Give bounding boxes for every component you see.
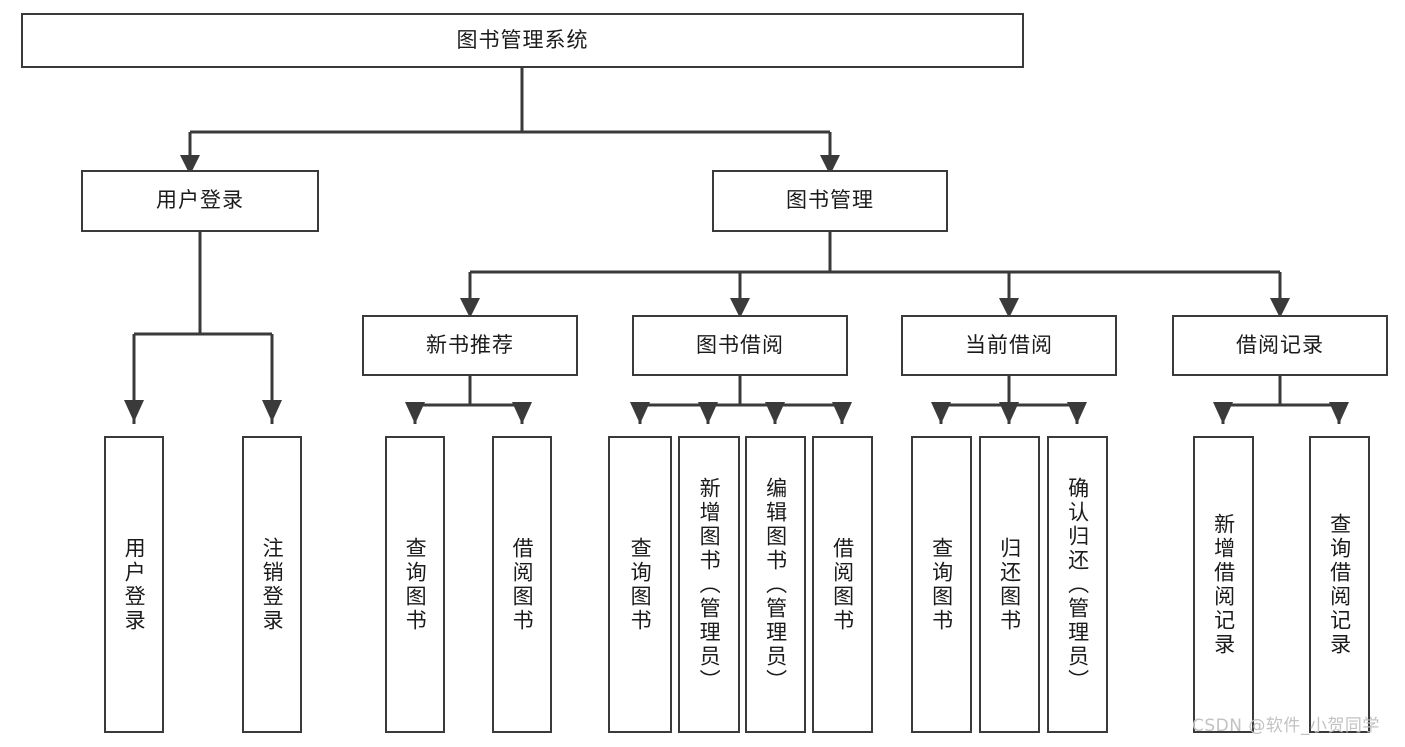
arrowheads bbox=[124, 155, 1349, 424]
node-label: 查询图书 bbox=[403, 536, 428, 633]
leaf-borrow-query-books[interactable]: 查询图书 bbox=[608, 436, 672, 733]
leaf-borrow-edit-book-admin[interactable]: 编辑图书（管理员） bbox=[745, 436, 806, 733]
node-label: 当前借阅 bbox=[965, 332, 1053, 357]
node-label: 借阅记录 bbox=[1236, 332, 1324, 357]
node-label: 新增图书（管理员） bbox=[697, 476, 722, 693]
node-user-login[interactable]: 用户登录 bbox=[81, 170, 319, 232]
node-label: 图书借阅 bbox=[696, 332, 784, 357]
node-label: 新书推荐 bbox=[426, 332, 514, 357]
node-book-management[interactable]: 图书管理 bbox=[712, 170, 948, 232]
leaf-new-book-query-books[interactable]: 查询图书 bbox=[385, 436, 445, 733]
node-label: 归还图书 bbox=[997, 536, 1022, 633]
leaf-borrow-borrow-books[interactable]: 借阅图书 bbox=[812, 436, 873, 733]
node-label: 编辑图书（管理员） bbox=[763, 476, 788, 693]
node-label: 借阅图书 bbox=[510, 536, 535, 633]
node-label: 查询借阅记录 bbox=[1327, 512, 1352, 657]
leaf-record-query-borrow-record[interactable]: 查询借阅记录 bbox=[1309, 436, 1370, 733]
leaf-current-query-books[interactable]: 查询图书 bbox=[911, 436, 972, 733]
leaf-record-add-borrow-record[interactable]: 新增借阅记录 bbox=[1193, 436, 1254, 733]
node-label: 查询图书 bbox=[628, 536, 653, 633]
leaf-borrow-add-book-admin[interactable]: 新增图书（管理员） bbox=[678, 436, 740, 733]
node-label: 用户登录 bbox=[156, 188, 244, 213]
leaf-current-return-books[interactable]: 归还图书 bbox=[979, 436, 1040, 733]
node-label: 图书管理系统 bbox=[456, 27, 589, 52]
node-new-book-recommendation[interactable]: 新书推荐 bbox=[362, 315, 578, 376]
node-root-book-management-system[interactable]: 图书管理系统 bbox=[21, 13, 1024, 68]
node-label: 借阅图书 bbox=[830, 536, 855, 633]
node-current-borrowing[interactable]: 当前借阅 bbox=[901, 315, 1117, 376]
leaf-current-confirm-return-admin[interactable]: 确认归还（管理员） bbox=[1047, 436, 1108, 733]
node-label: 图书管理 bbox=[786, 188, 874, 213]
leaf-user-login-login[interactable]: 用户登录 bbox=[104, 436, 164, 733]
leaf-new-book-borrow-books[interactable]: 借阅图书 bbox=[492, 436, 552, 733]
node-label: 查询图书 bbox=[929, 536, 954, 633]
node-label: 注销登录 bbox=[260, 536, 285, 633]
node-borrowing-record[interactable]: 借阅记录 bbox=[1172, 315, 1388, 376]
node-label: 用户登录 bbox=[122, 536, 147, 633]
node-label: 确认归还（管理员） bbox=[1065, 476, 1090, 693]
node-book-borrowing[interactable]: 图书借阅 bbox=[632, 315, 848, 376]
leaf-user-login-logout[interactable]: 注销登录 bbox=[242, 436, 302, 733]
node-label: 新增借阅记录 bbox=[1211, 512, 1236, 657]
